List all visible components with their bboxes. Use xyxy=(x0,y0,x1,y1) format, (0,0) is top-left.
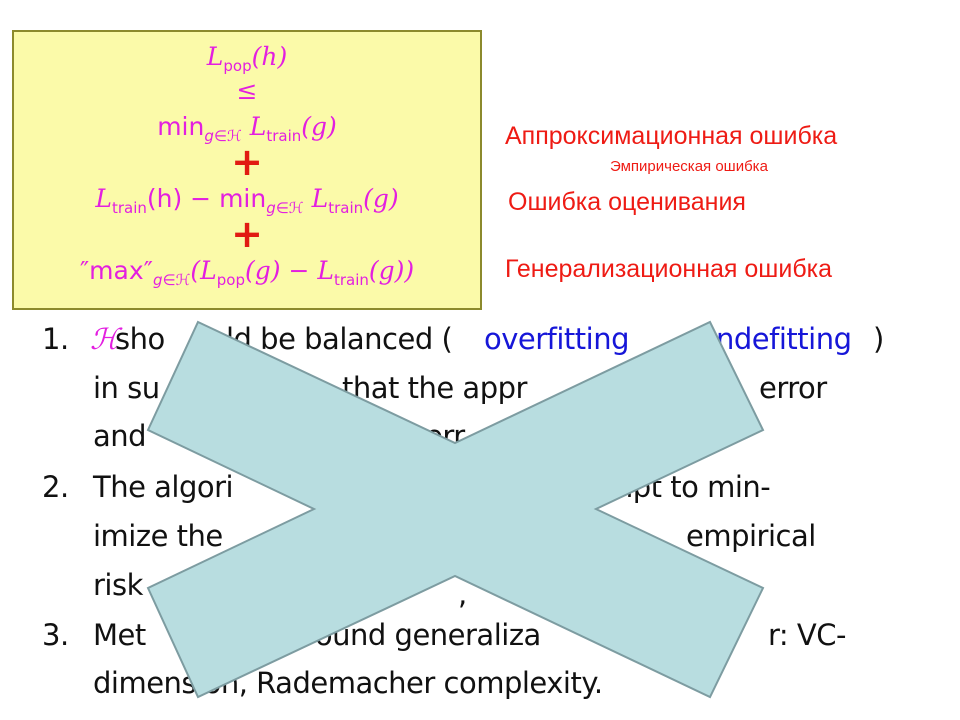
list-text: risk xyxy=(93,568,143,602)
plus-sign: + xyxy=(231,140,263,184)
list-text: that the appr xyxy=(342,371,527,405)
formula-line-estimation: Ltrain(h) − ming∈ℋ Ltrain(g) xyxy=(95,184,399,217)
list-text: ) xyxy=(873,322,884,356)
link-overfitting: overfitting xyxy=(484,322,630,356)
list-text: error xyxy=(759,371,827,405)
list-text: and xyxy=(93,419,147,453)
plus-sign: + xyxy=(231,212,263,256)
list-number: 3. xyxy=(42,618,69,652)
list-text: in su xyxy=(93,371,160,405)
list-number: 2. xyxy=(42,470,69,504)
label-estimation-error: Ошибка оценивания xyxy=(508,188,746,216)
cross-x-icon xyxy=(146,320,765,699)
formula-line-lpop: Lpop(h) xyxy=(206,42,288,75)
formula-line-generalization: ″max″g∈ℋ(Lpop(g) − Ltrain(g)) xyxy=(79,256,415,289)
label-approximation-error: Аппроксимационная ошибка xyxy=(505,122,838,150)
list-text: The algori xyxy=(93,470,234,504)
formula-line-min-train: ming∈ℋ Ltrain(g) xyxy=(157,112,337,145)
list-text: , xyxy=(458,577,467,611)
list-text: imize the xyxy=(93,519,223,553)
list-text: Met xyxy=(93,618,146,652)
label-generalization-error: Генерализационная ошибка xyxy=(505,255,833,283)
list-text: ld be balanced ( xyxy=(226,322,453,356)
list-text: empirical xyxy=(686,519,816,553)
label-empirical-error: Эмпирическая ошибка xyxy=(610,158,768,175)
formula-leq: ≤ xyxy=(236,76,258,105)
list-text: sho xyxy=(115,322,165,356)
formula-box: Lpop(h) ≤ ming∈ℋ Ltrain(g) + Ltrain(h) −… xyxy=(12,30,482,310)
list-text: r: VC- xyxy=(768,618,846,652)
list-text: dimension, Rademacher complexity. xyxy=(93,666,603,700)
list-number: 1. xyxy=(42,322,69,356)
hypothesis-class-symbol: ℋ xyxy=(90,322,119,356)
link-underfitting: ndefitting xyxy=(716,322,852,356)
